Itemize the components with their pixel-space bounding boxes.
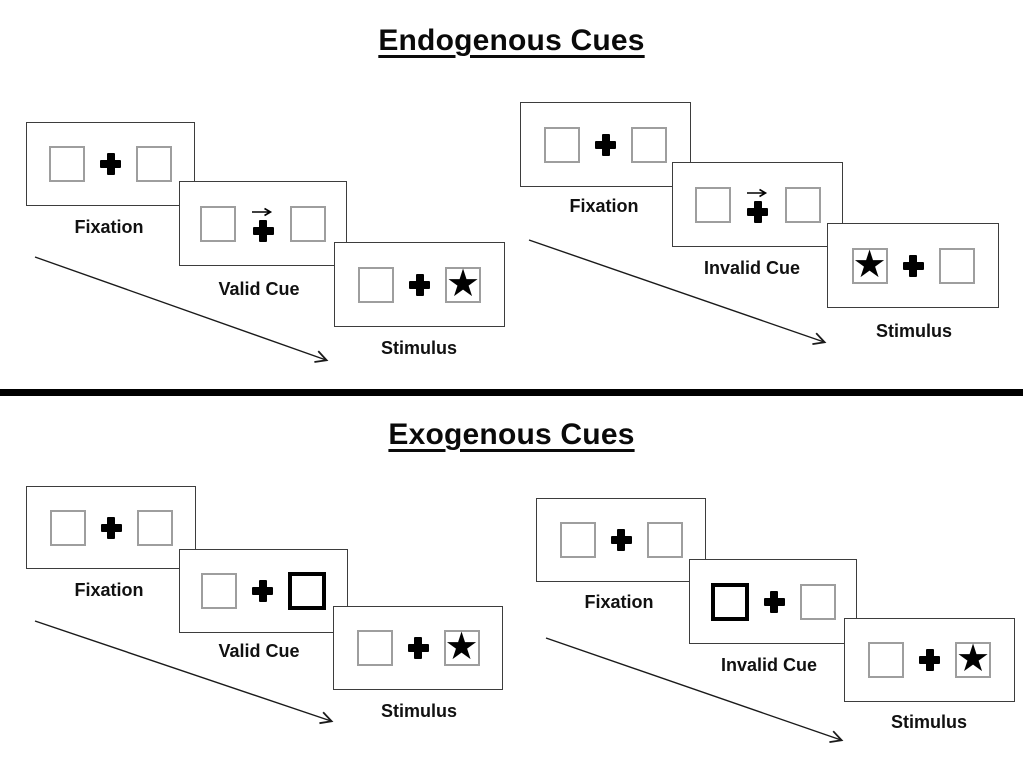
placeholder-box-left [356, 630, 393, 666]
panel-caption: Fixation [74, 580, 144, 600]
endogenous-invalid-cue-panel [672, 162, 843, 247]
panel-caption: Fixation [569, 196, 639, 216]
placeholder-box-right [290, 205, 326, 242]
cue-arrow-icon [746, 188, 767, 197]
central-cue [251, 206, 275, 242]
exogenous-valid-fixation-panel [26, 486, 196, 569]
exogenous-invalid-stimulus-panel: ★ [844, 618, 1015, 702]
timeline-arrow-endogenous-valid [34, 256, 329, 363]
fixation-cross-icon [919, 649, 940, 671]
panel-caption: Fixation [74, 217, 144, 237]
fixation-cross-icon [100, 516, 122, 539]
placeholder-box-right [646, 522, 683, 558]
target-box-right: ★ [955, 638, 991, 680]
fixation-cross-icon [902, 254, 924, 277]
timeline-arrow-exogenous-invalid [545, 637, 844, 743]
placeholder-box-left [544, 126, 580, 163]
section-title-exogenous: Exogenous Cues [388, 418, 635, 451]
placeholder-box-left [49, 146, 85, 182]
timeline-arrow-endogenous-invalid [528, 239, 827, 345]
target-star-icon: ★ [852, 243, 887, 286]
placeholder-box-right [136, 509, 173, 546]
exogenous-valid-stimulus-panel: ★ [333, 606, 503, 690]
panel-caption: Stimulus [380, 701, 457, 721]
target-star-icon: ★ [444, 626, 479, 668]
section-divider [0, 389, 1023, 396]
endogenous-invalid-stimulus-panel: ★ [827, 223, 999, 308]
exogenous-invalid-fixation-panel [536, 498, 706, 582]
fixation-cross-icon [407, 637, 429, 659]
target-box-right: ★ [443, 626, 480, 668]
panel-caption: Valid Cue [218, 279, 300, 299]
panel-caption: Stimulus [875, 321, 952, 341]
panel-caption: Stimulus [890, 712, 967, 732]
placeholder-box-right [784, 186, 821, 223]
panel-caption: Stimulus [380, 338, 457, 358]
endogenous-invalid-fixation-panel [520, 102, 691, 187]
placeholder-box-right [631, 126, 667, 163]
highlighted-cue-box-right [288, 572, 326, 610]
placeholder-box-right [136, 146, 172, 182]
endogenous-valid-fixation-panel [26, 122, 195, 206]
panel-caption: Fixation [584, 592, 654, 612]
fixation-cross-icon [252, 219, 274, 242]
panel-caption: Valid Cue [218, 641, 300, 661]
target-box-left: ★ [851, 243, 888, 286]
fixation-cross-icon [747, 200, 768, 223]
placeholder-box-left [358, 266, 394, 303]
placeholder-box-left [200, 205, 236, 242]
endogenous-valid-stimulus-panel: ★ [334, 242, 505, 327]
central-cue [746, 187, 770, 223]
panel-caption: Invalid Cue [720, 655, 818, 675]
target-star-icon: ★ [445, 262, 481, 305]
fixation-cross-icon [610, 529, 632, 551]
highlighted-cue-box-left [710, 582, 749, 621]
fixation-cross-icon [409, 273, 430, 296]
target-box-right: ★ [445, 262, 481, 305]
exogenous-valid-cue-panel [179, 549, 348, 633]
placeholder-box-left [868, 642, 904, 678]
exogenous-invalid-cue-panel [689, 559, 857, 644]
placeholder-box-left [559, 522, 596, 558]
fixation-cross-icon [595, 133, 616, 156]
fixation-cross-icon [252, 580, 273, 602]
placeholder-box-right [799, 583, 836, 620]
placeholder-box-left [201, 573, 237, 609]
placeholder-box-left [694, 186, 731, 223]
timeline-arrow-exogenous-valid [34, 620, 334, 725]
target-star-icon: ★ [955, 638, 991, 680]
fixation-cross-icon [100, 153, 121, 175]
fixation-cross-icon [763, 590, 785, 613]
placeholder-box-left [49, 509, 86, 546]
section-title-endogenous: Endogenous Cues [378, 24, 645, 57]
endogenous-valid-cue-panel [179, 181, 347, 266]
placeholder-box-right [938, 247, 975, 284]
cue-arrow-icon [252, 207, 273, 216]
panel-caption: Invalid Cue [703, 258, 801, 278]
